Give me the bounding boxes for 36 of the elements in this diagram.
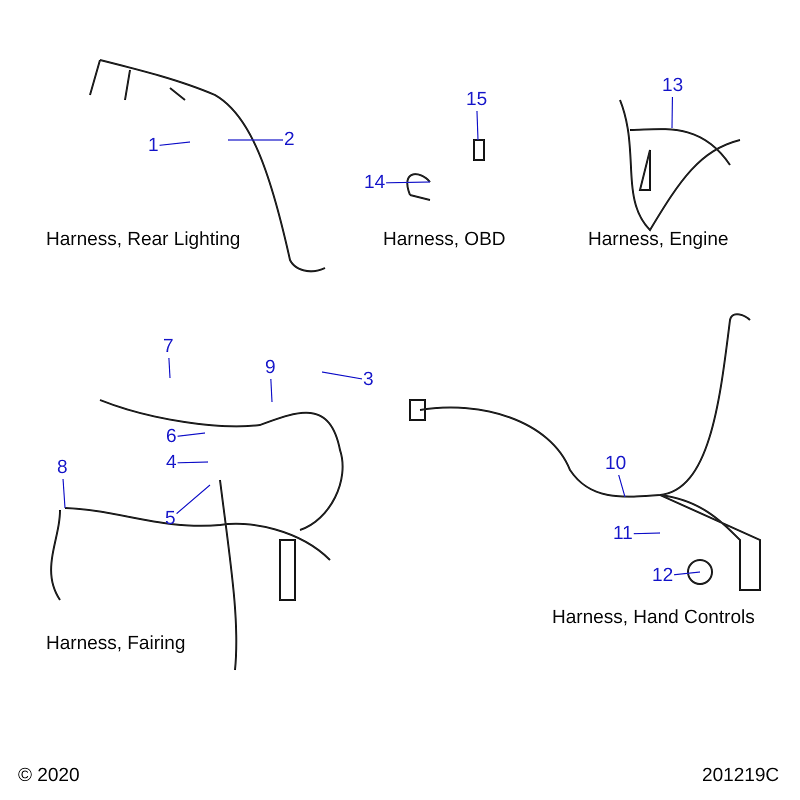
harness-name: Harness, Fairing xyxy=(46,633,186,655)
drawing-number: 201219C xyxy=(702,765,780,787)
callout-number: 1 xyxy=(148,136,159,156)
callout-number: 13 xyxy=(662,76,684,96)
callout-number: 15 xyxy=(466,90,488,110)
leader-line xyxy=(62,478,66,508)
callout-number: 14 xyxy=(364,173,386,193)
leader-line xyxy=(176,484,210,514)
copyright-text: © 2020 xyxy=(18,765,80,787)
harness-name: Harness, Engine xyxy=(588,229,728,251)
callout-number: 9 xyxy=(265,358,276,378)
callout-number: 8 xyxy=(57,458,68,478)
leader-line xyxy=(168,358,171,378)
leader-line xyxy=(160,141,190,146)
leader-line xyxy=(671,97,674,128)
callout-number: 4 xyxy=(166,453,177,473)
leader-line xyxy=(386,181,430,184)
leader-line xyxy=(674,571,700,576)
leader-line xyxy=(270,378,273,402)
callout-number: 2 xyxy=(284,130,295,150)
callout-number: 11 xyxy=(613,524,633,544)
leader-line xyxy=(178,432,206,437)
harness-name: Harness, Hand Controls xyxy=(552,607,755,629)
leader-line xyxy=(178,461,208,464)
leader-line xyxy=(618,474,626,498)
leader-line xyxy=(476,110,479,140)
leader-line xyxy=(228,139,283,141)
leader-line xyxy=(634,532,660,534)
harness-name: Harness, Rear Lighting xyxy=(46,229,240,251)
harness-name: Harness, OBD xyxy=(383,229,506,251)
callout-number: 10 xyxy=(605,454,626,474)
callout-number: 12 xyxy=(652,566,674,586)
callout-number: 3 xyxy=(363,370,374,390)
callout-number: 6 xyxy=(166,427,177,447)
leader-line xyxy=(322,371,362,380)
callout-number: 7 xyxy=(163,337,174,357)
